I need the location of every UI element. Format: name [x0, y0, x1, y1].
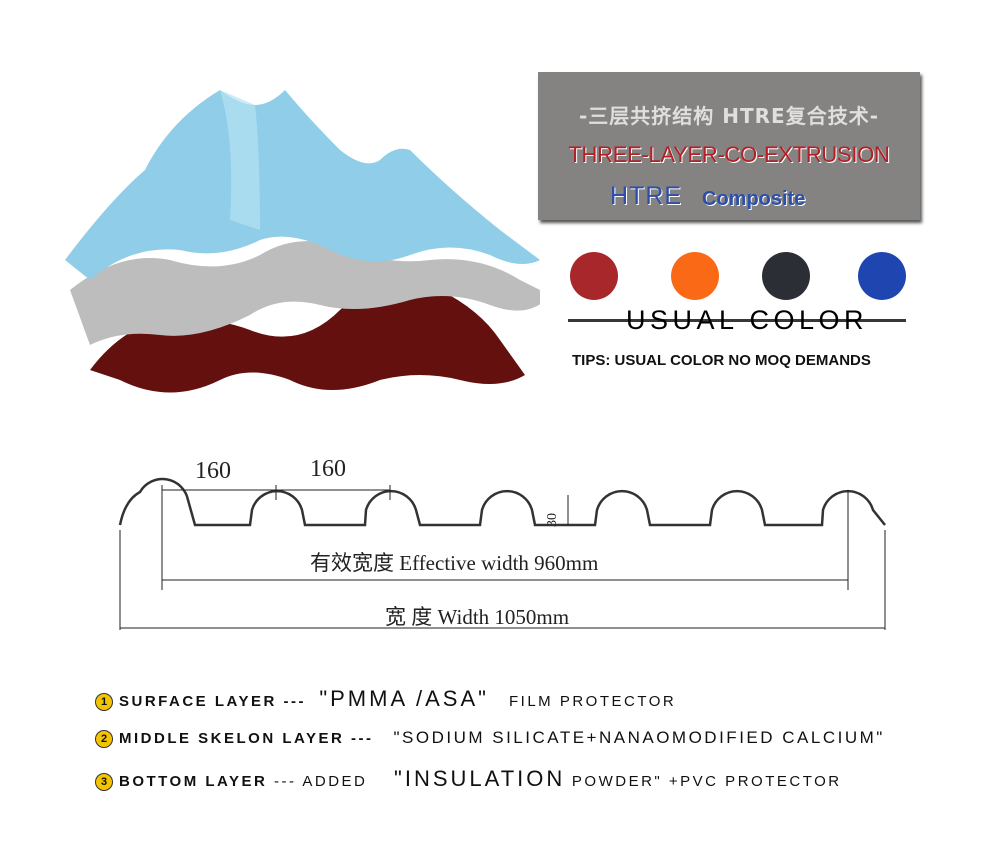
layer-mid: --- ADDED: [274, 773, 368, 790]
banner-brand: HTRE: [610, 182, 683, 210]
tips-text: TIPS: USUAL COLOR NO MOQ DEMANDS: [572, 352, 871, 369]
tile-highlight: [220, 90, 260, 230]
layer-material: "INSULATION: [394, 766, 566, 791]
layer-name: SURFACE LAYER ---: [119, 693, 306, 710]
banner-en-title: THREE-LAYER-CO-EXTRUSION: [568, 142, 890, 167]
layer-item-surface: 1 SURFACE LAYER --- "PMMA /ASA" FILM PROT…: [95, 686, 676, 712]
swatch-red: [570, 252, 618, 300]
layer-item-middle: 2 MIDDLE SKELON LAYER --- "SODIUM SILICAT…: [95, 728, 885, 748]
profile-diagram: [118, 477, 886, 630]
divider: [568, 319, 906, 322]
middle-layer-gray: [70, 241, 540, 345]
bottom-layer-red: [90, 281, 525, 393]
layer-name: MIDDLE SKELON LAYER ---: [119, 730, 374, 747]
profile-outline: [118, 477, 886, 527]
banner: -三层共挤结构 HTRE复合技术- THREE-LAYER-CO-EXTRUSI…: [538, 72, 920, 220]
layer-tail: FILM PROTECTOR: [508, 693, 677, 710]
swatch-black: [762, 252, 810, 300]
layer-item-bottom: 3 BOTTOM LAYER --- ADDED "INSULATION POWD…: [95, 766, 842, 792]
swatch-blue: [858, 252, 906, 300]
total-width-label: 宽 度 Width 1050mm: [385, 605, 570, 629]
effective-width-label: 有效宽度 Effective width 960mm: [310, 551, 599, 575]
number-badge: 3: [95, 773, 113, 791]
layer-name: BOTTOM LAYER: [119, 773, 268, 790]
layer-material: "PMMA /ASA": [319, 686, 489, 711]
pitch-label-2: 160: [310, 456, 346, 482]
layer-material: "SODIUM SILICATE+NANAOMODIFIED CALCIUM": [393, 728, 885, 747]
usual-color-title: USUAL COLOR: [626, 305, 869, 335]
swatch-orange: [671, 252, 719, 300]
tile-layers-illustration: [65, 90, 540, 393]
banner-cn-title: -三层共挤结构 HTRE复合技术-: [578, 104, 879, 128]
banner-brand-sub: Composite: [702, 188, 806, 210]
height-label: 30: [545, 513, 560, 527]
pitch-label-1: 160: [195, 458, 231, 484]
number-badge: 2: [95, 730, 113, 748]
surface-layer-blue: [65, 90, 540, 280]
number-badge: 1: [95, 693, 113, 711]
layer-tail: POWDER" +PVC PROTECTOR: [571, 773, 842, 790]
usual-color-heading: USUAL COLOR: [568, 300, 906, 340]
